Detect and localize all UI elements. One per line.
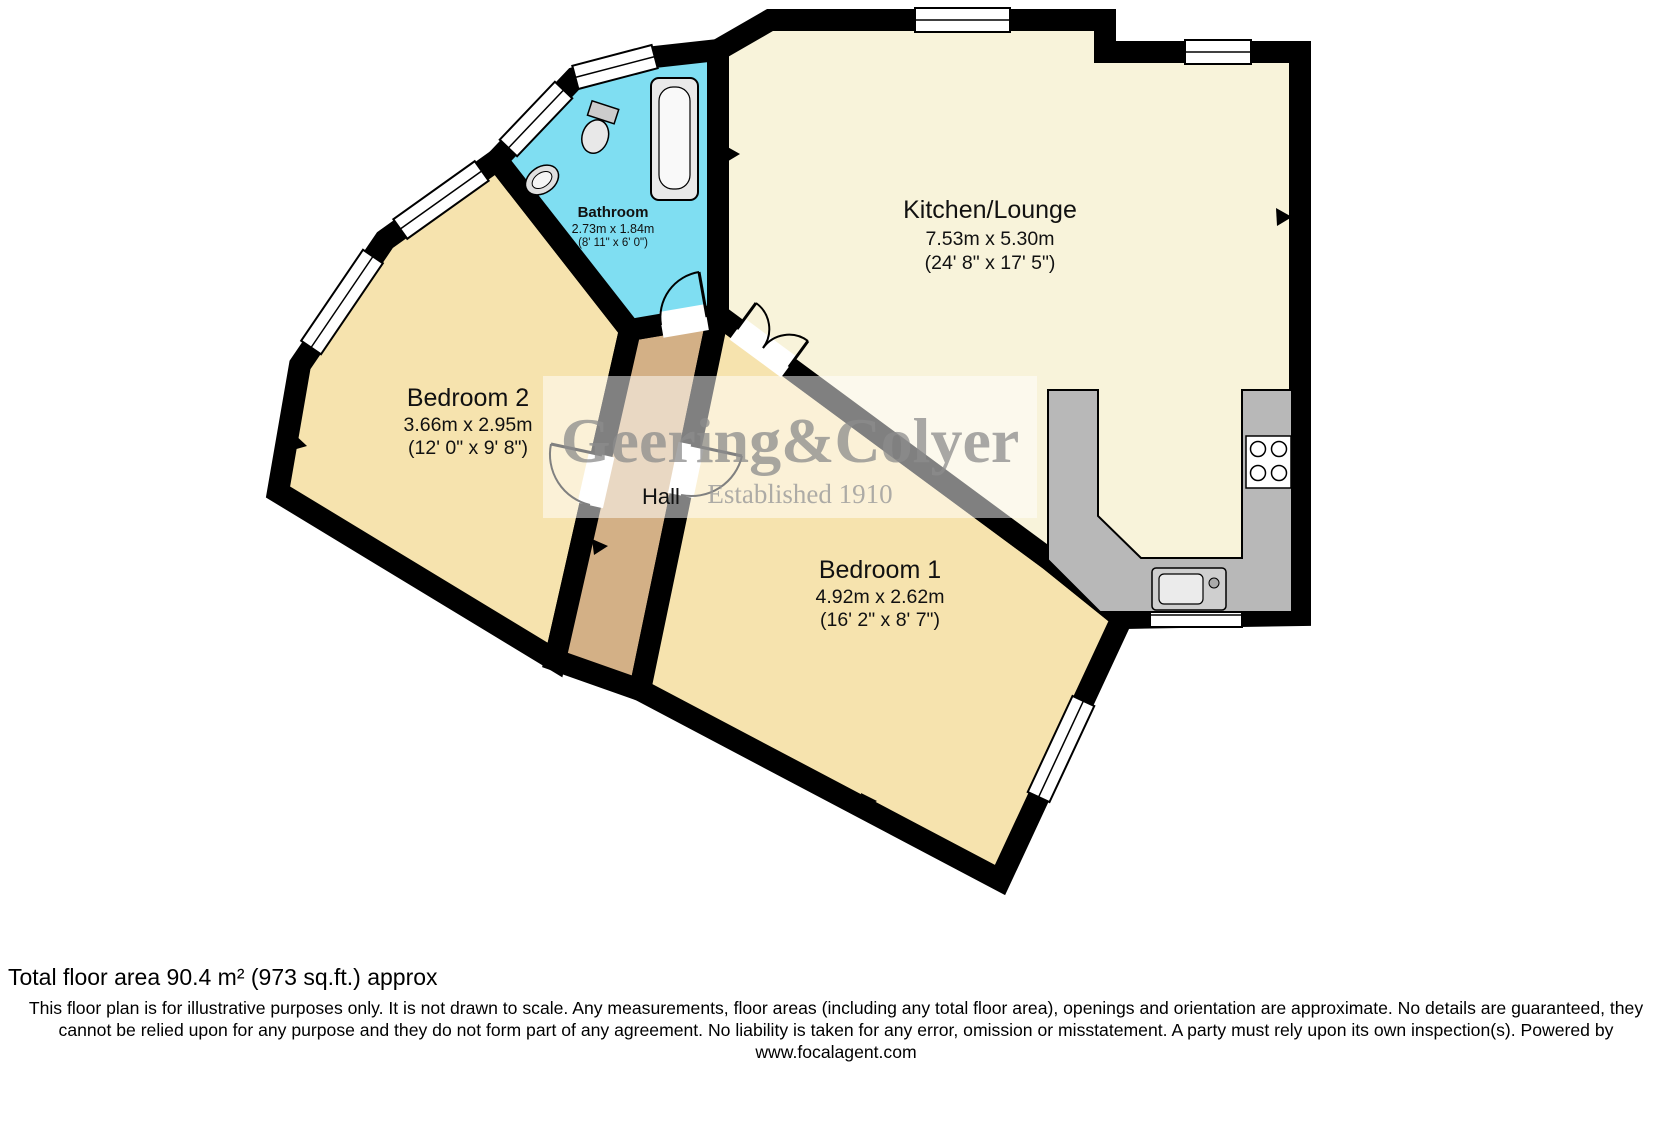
window-bedroom2-upper-icon [391, 159, 491, 241]
direction-arrow-icon [1276, 208, 1292, 226]
total-floor-area: Total floor area 90.4 m² (973 sq.ft.) ap… [8, 964, 438, 990]
floorplan-canvas: Geering&Colyer Established 1910 Kitchen/… [265, 7, 1311, 896]
kitchen-lounge-label: Kitchen/Lounge 7.53m x 5.30m (24' 8" x 1… [903, 196, 1077, 274]
kitchen-lounge-name: Kitchen/Lounge [903, 196, 1077, 224]
bedroom2-metric: 3.66m x 2.95m [404, 414, 533, 436]
direction-arrow-icon [291, 431, 307, 450]
hall-name: Hall [642, 484, 680, 509]
bedroom1-name: Bedroom 1 [819, 556, 941, 584]
watermark: Geering&Colyer Established 1910 [543, 376, 1037, 518]
bathroom-sink-icon [524, 164, 560, 196]
hall-label: Hall [642, 484, 680, 509]
window-kitchen-topright-icon [1184, 39, 1252, 65]
bathroom-metric: 2.73m x 1.84m [572, 222, 655, 236]
bathroom-imperial: (8' 11" x 6' 0") [578, 237, 648, 249]
window-bathroom-left-icon [498, 80, 574, 158]
kitchen-counter [1047, 389, 1293, 613]
bedroom1-imperial: (16' 2" x 8' 7") [820, 609, 940, 631]
watermark-backdrop [543, 376, 1037, 518]
bedroom1-label: Bedroom 1 4.92m x 2.62m (16' 2" x 8' 7") [816, 556, 945, 631]
window-bedroom1-right-icon [1026, 694, 1096, 804]
door-kitchen-double-icon [729, 302, 810, 378]
floorplan: Geering&Colyer Established 1910 Kitchen/… [265, 7, 1311, 896]
bathtub-icon [650, 77, 699, 201]
window-bedroom2-lower-icon [299, 248, 385, 356]
direction-arrow-icon [861, 793, 877, 810]
direction-arrow-icon [592, 539, 608, 555]
bedroom2-imperial: (12' 0" x 9' 8") [408, 437, 528, 459]
toilet-icon [581, 99, 620, 154]
window-kitchen-top-icon [914, 7, 1011, 33]
direction-arrow-icon [532, 207, 549, 226]
watermark-established: Established 1910 [707, 479, 892, 509]
window-bathroom-top-icon [571, 43, 659, 91]
bathroom-label: Bathroom 2.73m x 1.84m (8' 11" x 6' 0") [572, 204, 655, 249]
direction-arrow-icon [724, 145, 740, 163]
bathroom-name: Bathroom [578, 204, 649, 221]
kitchen-lounge-metric: 7.53m x 5.30m [926, 228, 1055, 250]
kitchen-sink-icon [1151, 567, 1227, 611]
hob-icon [1245, 435, 1292, 489]
bedroom2-name: Bedroom 2 [407, 384, 529, 412]
bedroom2-label: Bedroom 2 3.66m x 2.95m (12' 0" x 9' 8") [404, 384, 533, 459]
door-bathroom-icon [659, 271, 709, 338]
bedroom1-metric: 4.92m x 2.62m [816, 586, 945, 608]
kitchen-lounge-imperial: (24' 8" x 17' 5") [925, 252, 1056, 274]
disclaimer-text: This floor plan is for illustrative purp… [28, 998, 1644, 1063]
watermark-brand: Geering&Colyer [561, 405, 1020, 476]
